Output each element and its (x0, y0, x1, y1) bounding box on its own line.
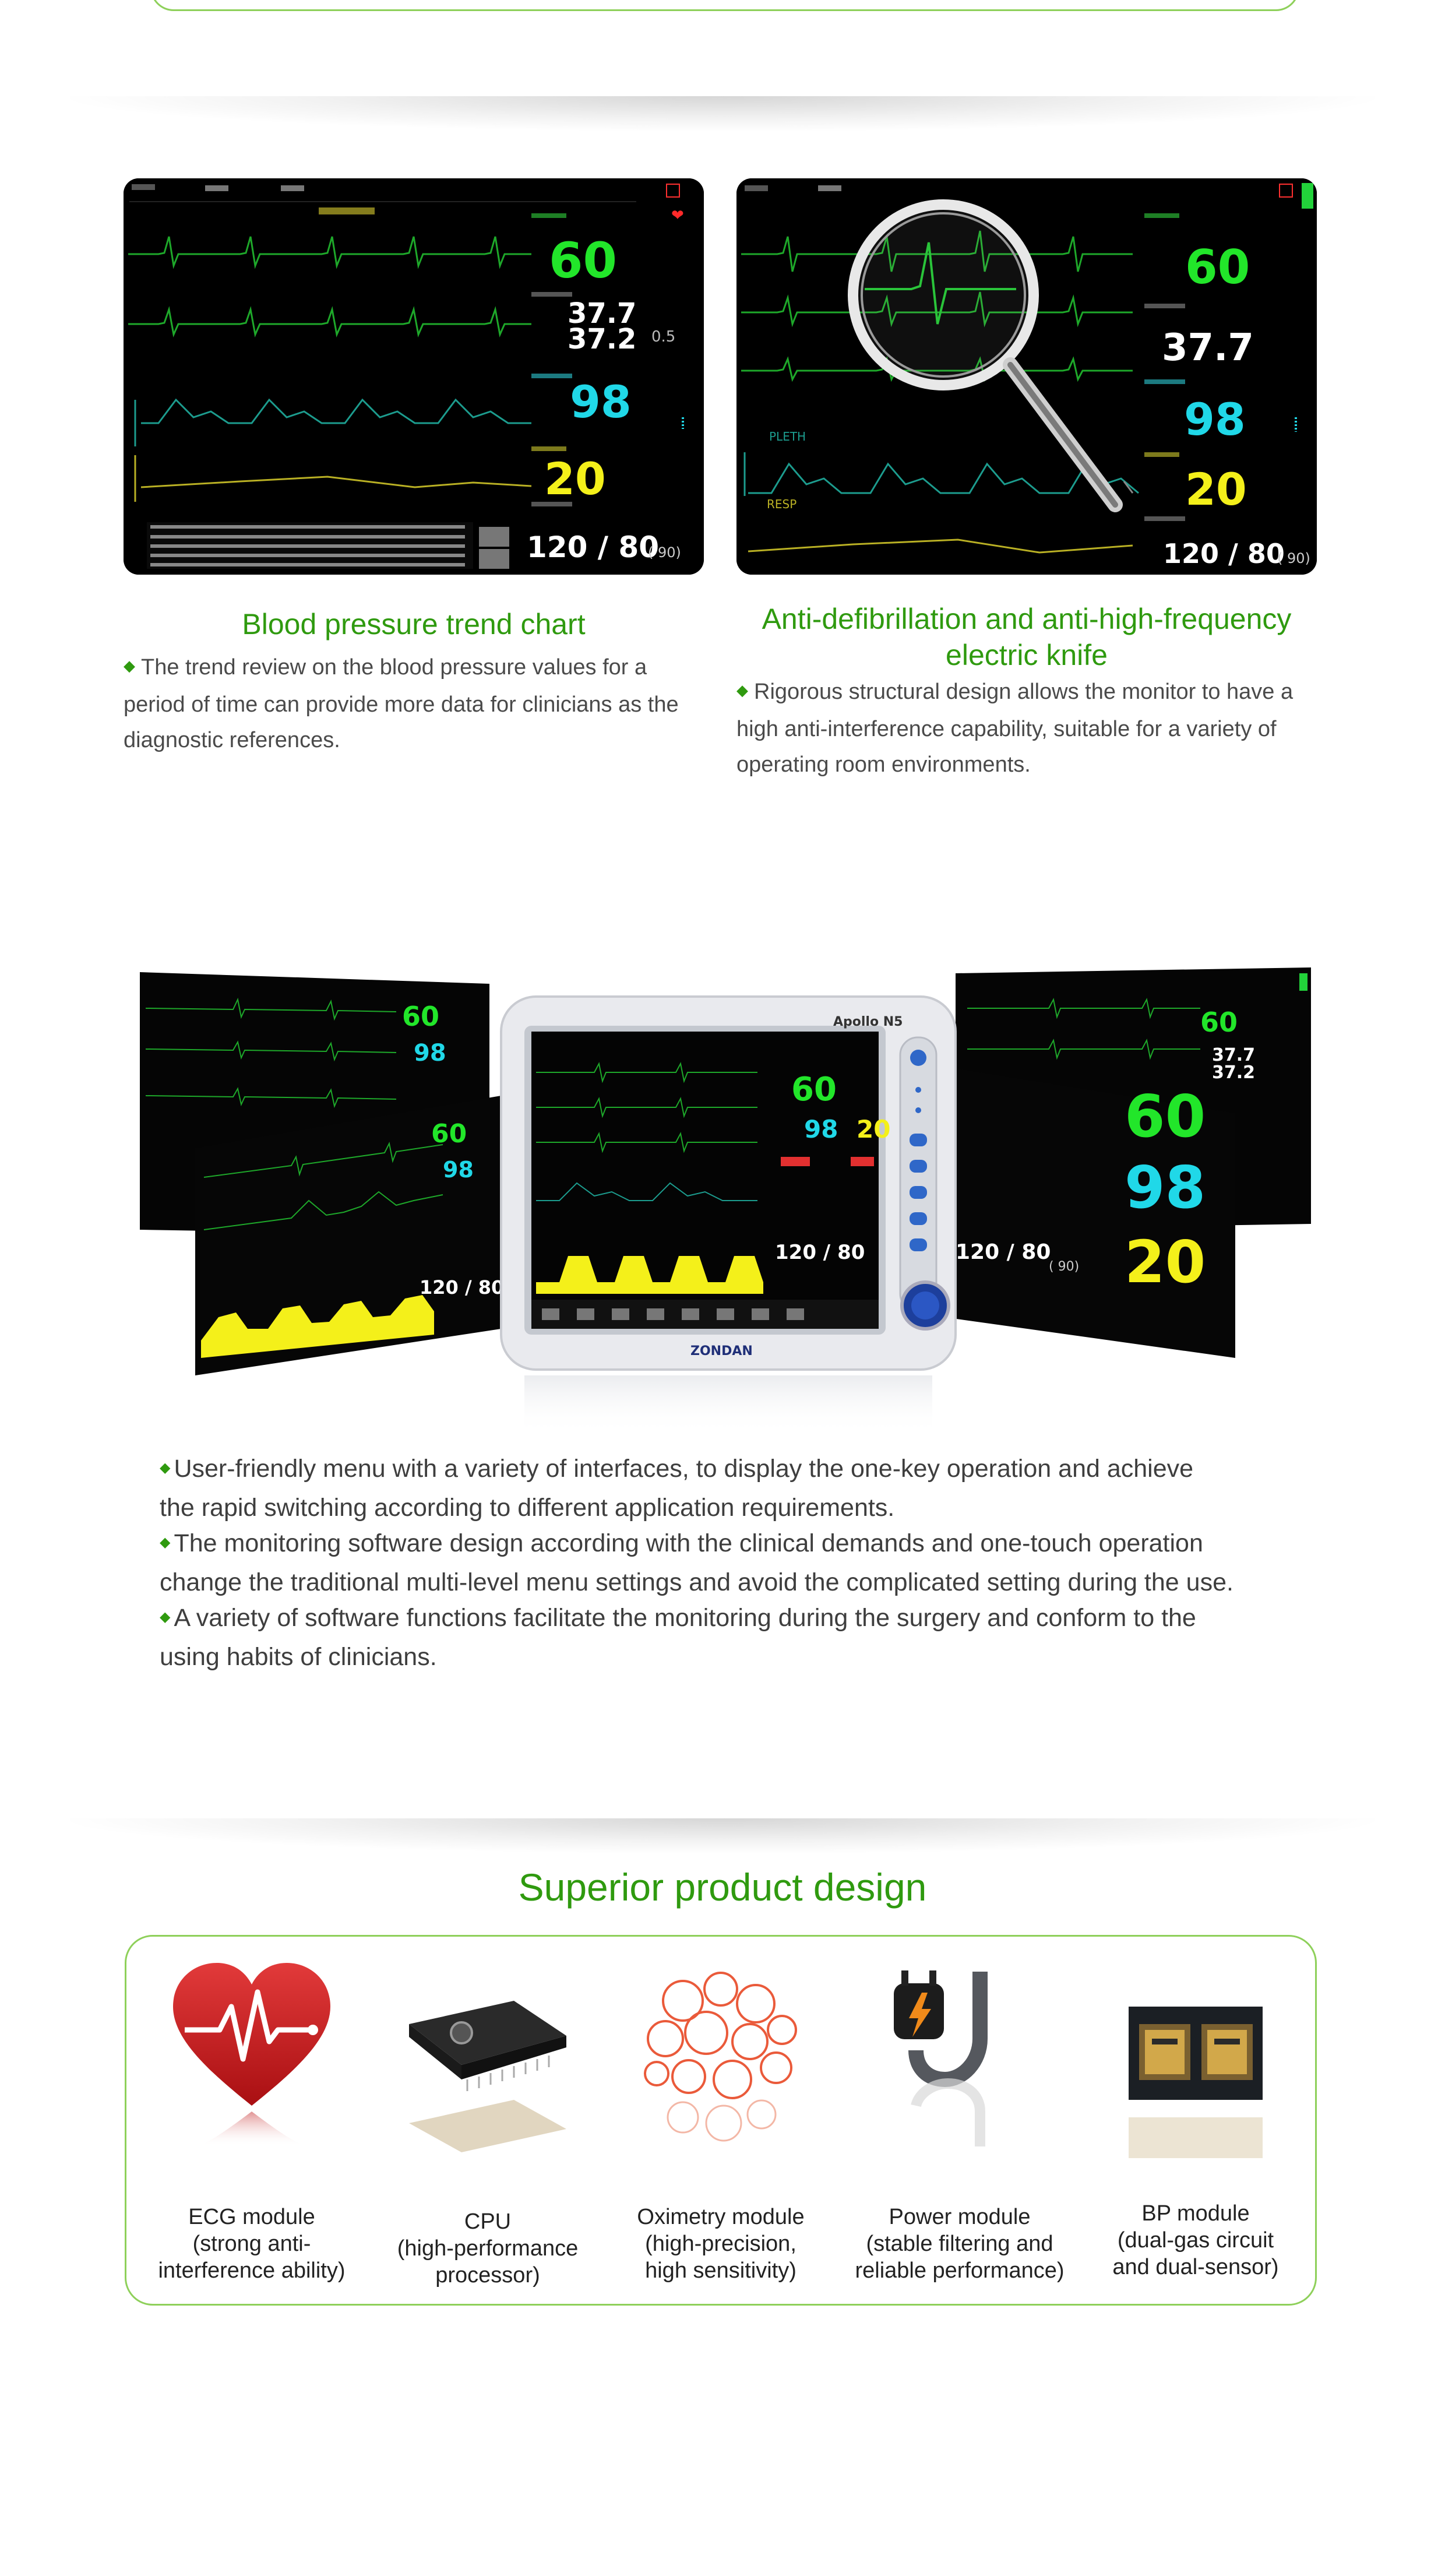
module-oximetry: Oximetry module (high-precision, high se… (607, 1937, 834, 2283)
feature-bullet-list: ◆User-friendly menu with a variety of in… (160, 1451, 1302, 1675)
feature-bullet-1: ◆User-friendly menu with a variety of in… (160, 1451, 1302, 1526)
svg-text:❤: ❤ (671, 207, 684, 224)
section-divider-shadow (70, 96, 1375, 131)
feature-bullet-1-line2: the rapid switching according to differe… (160, 1494, 895, 1522)
module-cpu-line1: CPU (464, 2209, 512, 2234)
device-left-front-hr: 60 (431, 1119, 467, 1149)
feature-bullet-2: ◆The monitoring software design accordin… (160, 1526, 1302, 1600)
right-map-value: ( 90) (1277, 550, 1310, 566)
modules-panel: ECG module (strong anti- interference ab… (125, 1935, 1317, 2306)
module-cpu-line2: (high-performance (397, 2236, 579, 2261)
bp-sensor-icon (1129, 2007, 1263, 2158)
left-resp-value: 20 (544, 453, 606, 505)
feature-text-anti-defib: ◆Rigorous structural design allows the m… (736, 674, 1319, 783)
power-plug-icon (894, 1970, 988, 2146)
feature-text-anti-defib-body: Rigorous structural design allows the mo… (736, 680, 1294, 777)
feature-bullet-2-line1: The monitoring software design according… (174, 1529, 1203, 1557)
device-screen-resp: 20 (857, 1115, 890, 1143)
module-bp: BP module (dual-gas circuit and dual-sen… (1082, 1937, 1309, 2279)
module-oximetry-line1: Oximetry module (637, 2205, 805, 2229)
device-right-back-temp1: 37.7 (1212, 1045, 1255, 1065)
bullet-diamond-icon: ◆ (124, 657, 135, 674)
device-right-front-map: ( 90) (1049, 1259, 1079, 1274)
feature-bullet-1-line1: User-friendly menu with a variety of int… (174, 1455, 1194, 1483)
left-spo2-value: 98 (570, 376, 632, 428)
device-left-back-hr: 60 (402, 1001, 439, 1032)
right-pleth-label: PLETH (769, 430, 806, 444)
left-temp2-value: 37.2 (568, 323, 636, 356)
module-bp-line1: BP module (1141, 2201, 1250, 2226)
right-hr-value: 60 (1185, 240, 1250, 294)
module-bp-line3: and dual-sensor) (1112, 2255, 1279, 2279)
left-hr-value: 60 (549, 232, 617, 289)
feature-text-bp-trend-body: The trend review on the blood pressure v… (124, 655, 679, 752)
bullet-diamond-icon: ◆ (736, 681, 748, 699)
device-brand-label: ZONDAN (690, 1344, 753, 1359)
feature-bullet-3-line1: A variety of software functions facilita… (174, 1604, 1196, 1632)
defibrillation-screenshot: PLETH RESP 60 37.7 98 20 120 / 80 ( 90) (736, 178, 1317, 575)
right-resp-value: 20 (1185, 463, 1247, 515)
module-ecg-line3: interference ability) (158, 2258, 346, 2283)
left-temp1-value: 37.7 (568, 297, 636, 330)
device-left-front-spo2: 98 (443, 1157, 474, 1183)
feature-bullet-3: ◆A variety of software functions facilit… (160, 1600, 1302, 1675)
feature-bullet-2-line2: change the traditional multi-level menu … (160, 1568, 1233, 1596)
feature-title-anti-defib-line1: Anti-defibrillation and anti-high-freque… (762, 603, 1292, 635)
cpu-chip-icon (409, 2001, 566, 2152)
device-screen-hr: 60 (791, 1071, 837, 1108)
device-screen-nibp: 120 / 80 (775, 1241, 865, 1264)
module-ecg: ECG module (strong anti- interference ab… (138, 1937, 365, 2283)
device-right-front-nibp: 120 / 80 (956, 1240, 1051, 1264)
module-ecg-line2: (strong anti- (192, 2232, 311, 2256)
feature-text-bp-trend: ◆The trend review on the blood pressure … (124, 650, 706, 758)
device-left-front-nibp: 120 / 80 (420, 1276, 504, 1298)
module-oximetry-line3: high sensitivity) (645, 2258, 796, 2283)
left-map-value: ( 90) (648, 544, 681, 561)
feature-title-anti-defib: Anti-defibrillation and anti-high-freque… (736, 601, 1317, 673)
feature-bullet-3-line2: using habits of clinicians. (160, 1643, 437, 1671)
device-model-label: Apollo N5 (833, 1015, 903, 1029)
device-screen-spo2: 98 (804, 1115, 838, 1143)
left-nibp-value: 120 / 80 (527, 530, 659, 564)
monitor-device-image: 60 98 60 98 120 / 80 60 37.7 37.2 60 98 … (117, 956, 1328, 1445)
top-section-box (150, 0, 1299, 11)
bullet-diamond-icon: ◆ (160, 1460, 171, 1476)
device-right-back-temp2: 37.2 (1212, 1062, 1255, 1083)
module-oximetry-line2: (high-precision, (645, 2232, 796, 2256)
right-nibp-value: 120 / 80 (1163, 538, 1285, 569)
device-right-front-resp: 20 (1125, 1228, 1206, 1296)
right-temp-value: 37.7 (1162, 326, 1254, 369)
module-cpu-line3: processor) (435, 2263, 540, 2288)
trend-chart-screenshot: ❤ 60 37.7 37.2 0.5 98 20 120 / 8 (124, 178, 704, 575)
right-resp-label: RESP (767, 497, 796, 511)
heart-ecg-icon (173, 1963, 330, 2146)
right-spo2-value: 98 (1184, 393, 1246, 445)
left-temp-diff: 0.5 (651, 328, 675, 346)
module-power-line2: (stable filtering and (866, 2232, 1053, 2256)
module-power-line3: reliable performance) (855, 2258, 1065, 2283)
module-power-line1: Power module (889, 2205, 1031, 2229)
section-divider-shadow (70, 1818, 1375, 1853)
module-power: Power module (stable filtering and relia… (846, 1937, 1073, 2283)
section-heading: Superior product design (518, 1866, 927, 1909)
device-right-back-hr: 60 (1200, 1007, 1238, 1038)
module-cpu: CPU (high-performance processor) (374, 1937, 601, 2288)
feature-title-anti-defib-line2: electric knife (946, 639, 1108, 671)
blood-cells-icon (644, 1972, 797, 2142)
device-right-front-spo2: 98 (1125, 1153, 1206, 1222)
module-bp-line2: (dual-gas circuit (1117, 2228, 1274, 2253)
module-ecg-line1: ECG module (188, 2205, 315, 2229)
bullet-diamond-icon: ◆ (160, 1609, 171, 1625)
bullet-diamond-icon: ◆ (160, 1535, 171, 1550)
device-right-front-hr: 60 (1125, 1082, 1206, 1150)
feature-title-bp-trend: Blood pressure trend chart (242, 608, 586, 641)
device-left-back-spo2: 98 (414, 1040, 446, 1067)
